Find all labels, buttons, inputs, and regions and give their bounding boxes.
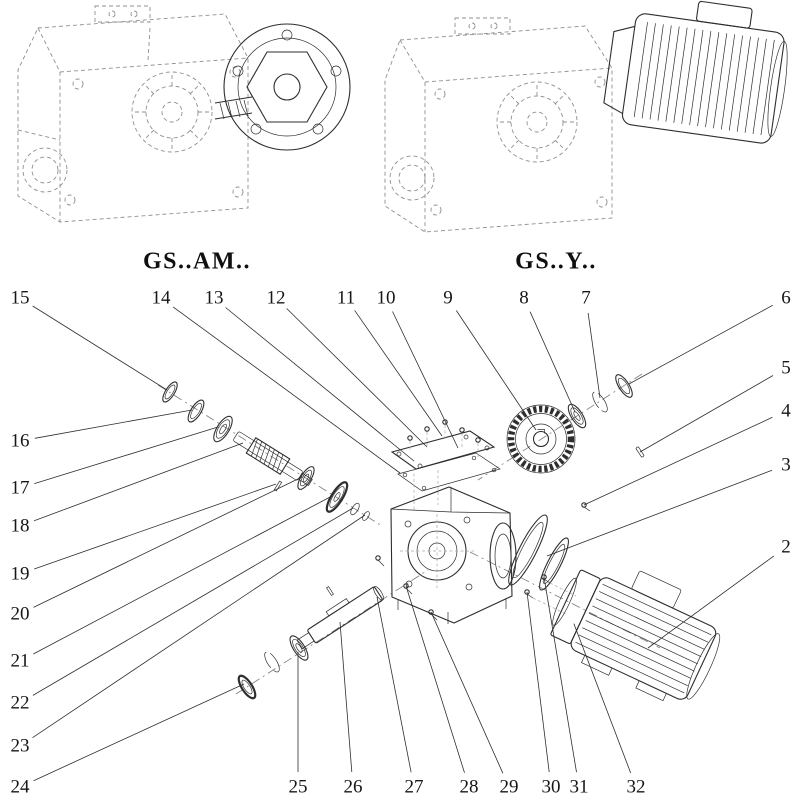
bearing-25b (289, 635, 309, 661)
bearing-17 (213, 415, 233, 443)
seal-ring-6 (615, 374, 633, 398)
leader-line-11 (354, 310, 443, 437)
leader-line-31 (543, 576, 577, 773)
leader-line-23 (32, 514, 366, 739)
seal-ring-16 (187, 399, 205, 423)
output-shaft-26 (296, 585, 384, 650)
leader-line-16 (34, 409, 193, 439)
leader-line-5 (639, 375, 774, 453)
leader-line-27 (376, 596, 412, 773)
output-shaft-parts (237, 585, 384, 700)
adapter-ring-4 (539, 537, 569, 591)
gs-am-output-flange (214, 23, 351, 151)
leader-line-19 (34, 483, 277, 570)
input-gear-train (506, 374, 645, 474)
circlip-7 (592, 391, 608, 413)
loose-screws (375, 555, 438, 621)
leader-line-17 (34, 426, 219, 484)
bearing-20 (297, 466, 315, 490)
leader-line-4 (583, 416, 773, 506)
leader-line-13 (225, 307, 415, 462)
leader-line-28 (405, 585, 465, 773)
gs-am-gearbox-drawing (17, 5, 351, 223)
worm-shaft-parts (162, 381, 370, 521)
leader-line-15 (32, 305, 168, 391)
bearing-8 (567, 403, 587, 429)
leader-line-21 (33, 495, 333, 655)
seal-ring-15 (162, 381, 178, 403)
leader-line-8 (529, 311, 576, 413)
circlip-25 (264, 651, 280, 673)
gs-y-gearbox-drawing (384, 0, 788, 233)
leader-line-18 (33, 442, 244, 522)
leader-line-24 (33, 683, 245, 782)
motor-adapter-parts (508, 502, 591, 615)
leader-lines (32, 304, 775, 782)
cover-screws (407, 419, 481, 458)
electric-motor-2 (550, 569, 721, 702)
leader-line-22 (32, 507, 354, 696)
worm-shaft-18 (233, 431, 313, 486)
leader-line-29 (430, 611, 504, 774)
exploded-view (32, 304, 775, 782)
leader-line-6 (628, 304, 773, 385)
leader-line-2 (647, 555, 775, 649)
leader-line-7 (587, 312, 601, 399)
variant-label-gs-y: GS..Y.. (515, 248, 597, 275)
small-ring-22 (350, 502, 360, 516)
leader-line-26 (339, 621, 353, 773)
leader-line-9 (455, 310, 537, 431)
pin-27 (326, 586, 334, 596)
leader-line-12 (286, 308, 428, 448)
washer-24 (237, 674, 257, 700)
cover-and-gasket (390, 419, 501, 512)
leader-line-32 (573, 623, 632, 774)
leader-line-30 (526, 591, 550, 773)
leader-line-14 (172, 306, 401, 474)
adapter-flange-ring-3 (508, 514, 548, 586)
washer-disc-21 (325, 481, 349, 513)
variant-label-gs-am: GS..AM.. (143, 248, 251, 275)
leader-line-3 (546, 469, 773, 557)
small-ring-23 (362, 511, 370, 521)
gearbox-housing (390, 486, 517, 624)
helical-gear-9 (506, 404, 576, 474)
assembly-axis-lines (157, 373, 661, 695)
leader-line-20 (33, 476, 303, 608)
leader-line-10 (392, 311, 459, 449)
pin-19 (273, 480, 283, 492)
gs-y-motor (603, 0, 788, 144)
